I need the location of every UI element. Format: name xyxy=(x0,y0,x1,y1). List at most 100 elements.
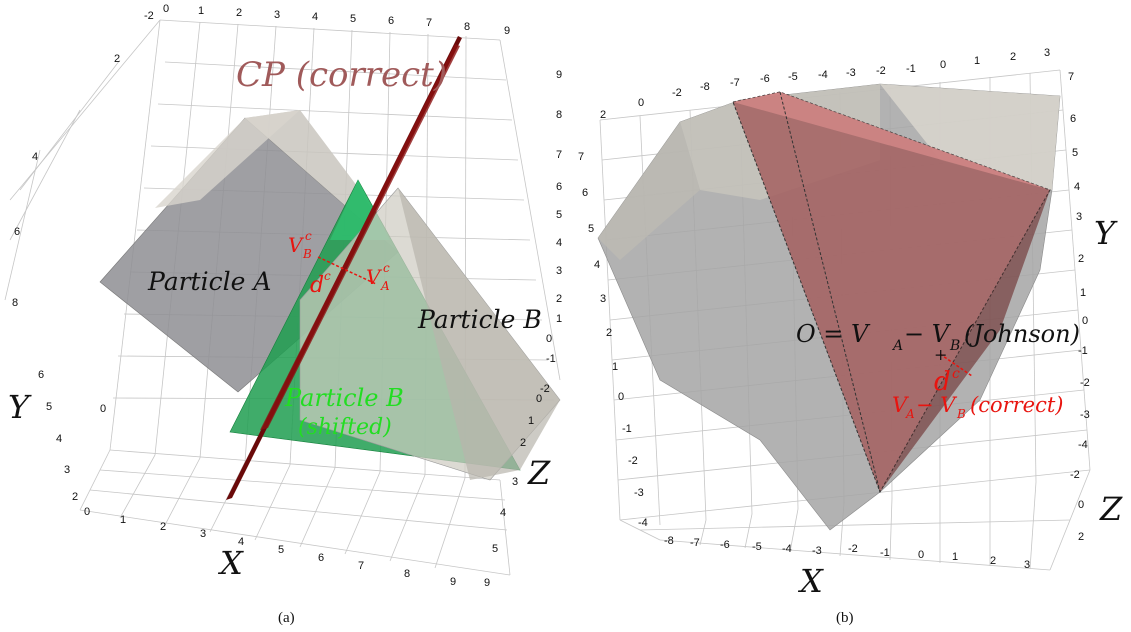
svg-text:-6: -6 xyxy=(720,539,730,551)
svg-text:2: 2 xyxy=(1078,253,1084,265)
svg-text:-5: -5 xyxy=(752,541,762,553)
svg-text:0: 0 xyxy=(1078,499,1084,511)
svg-text:0: 0 xyxy=(940,59,946,71)
polytope-right-face xyxy=(880,84,1060,190)
svg-text:V: V xyxy=(366,265,383,289)
svg-text:5: 5 xyxy=(492,543,498,555)
svg-text:d: d xyxy=(310,273,324,298)
svg-text:-7: -7 xyxy=(730,77,740,89)
svg-text:A: A xyxy=(380,279,390,293)
svg-text:5: 5 xyxy=(1072,147,1078,159)
svg-text:-4: -4 xyxy=(818,69,828,81)
svg-text:7: 7 xyxy=(556,149,562,161)
svg-text:A: A xyxy=(891,338,903,354)
ticks-left-b: 7 6 5 4 3 2 1 0 -1 -2 -3 -4 xyxy=(578,151,648,529)
svg-text:2: 2 xyxy=(160,521,166,533)
svg-text:3: 3 xyxy=(64,464,70,476)
svg-text:0: 0 xyxy=(163,3,169,15)
svg-text:-4: -4 xyxy=(638,517,648,529)
svg-text:(correct): (correct) xyxy=(970,393,1064,417)
svg-text:5: 5 xyxy=(350,13,356,25)
cp-label: CP (correct) xyxy=(236,55,447,95)
vb-label: V B c xyxy=(288,229,312,261)
svg-text:5: 5 xyxy=(588,223,594,235)
svg-text:-2: -2 xyxy=(1080,377,1090,389)
svg-text:V: V xyxy=(892,393,909,417)
svg-text:-2: -2 xyxy=(144,10,154,22)
svg-text:9: 9 xyxy=(504,25,510,37)
svg-text:0: 0 xyxy=(638,97,644,109)
svg-text:-4: -4 xyxy=(782,543,792,555)
caption-a: (a) xyxy=(278,610,295,626)
svg-text:8: 8 xyxy=(12,297,18,309)
svg-text:-1: -1 xyxy=(546,353,556,365)
tetrahedron-edge xyxy=(779,91,881,493)
svg-text:B: B xyxy=(956,407,966,421)
svg-text:-3: -3 xyxy=(1080,409,1090,421)
svg-text:-4: -4 xyxy=(1078,439,1088,451)
polytope-left-face xyxy=(598,122,700,260)
svg-text:-5: -5 xyxy=(788,71,798,83)
axis-y-title-b: Y xyxy=(1094,214,1118,252)
svg-text:8: 8 xyxy=(464,21,470,33)
particle-a-side-face xyxy=(155,110,300,208)
axis-x-title-a: X xyxy=(217,544,244,582)
svg-text:B: B xyxy=(949,338,960,354)
vv-correct-label: V A − V B (correct) xyxy=(892,393,1064,421)
svg-text:0: 0 xyxy=(546,333,552,345)
panel-a: CP (correct) Particle A Particle B Parti… xyxy=(4,3,562,626)
ticks-top-b: 2 0 -2 -8 -7 -6 -5 -4 -3 -2 -1 0 1 2 3 xyxy=(600,47,1050,121)
svg-text:1: 1 xyxy=(198,5,204,17)
svg-text:2: 2 xyxy=(1010,51,1016,63)
particle-b-label: Particle B xyxy=(417,305,542,334)
svg-text:2: 2 xyxy=(236,7,242,19)
ticks-z-a: 0 1 2 3 4 5 9 xyxy=(484,393,542,589)
origin-marker: + xyxy=(934,345,947,364)
svg-text:1: 1 xyxy=(1080,287,1086,299)
shifted-label-line1: Particle B xyxy=(284,384,404,412)
particle-a-label: Particle A xyxy=(147,267,271,296)
caption-b: (b) xyxy=(836,610,854,626)
svg-text:6: 6 xyxy=(556,181,562,193)
svg-text:c: c xyxy=(305,229,312,243)
svg-text:8: 8 xyxy=(556,109,562,121)
shifted-label-line2: (shifted) xyxy=(298,415,392,440)
svg-text:-2: -2 xyxy=(628,455,638,467)
svg-text:1: 1 xyxy=(556,313,562,325)
ticks-left-a: 0 2 4 6 8 xyxy=(12,53,120,518)
svg-text:0: 0 xyxy=(84,506,90,518)
svg-text:9: 9 xyxy=(556,69,562,81)
svg-text:4: 4 xyxy=(500,507,506,519)
axis-z-title-a: Z xyxy=(527,454,551,492)
svg-text:3: 3 xyxy=(274,9,280,21)
svg-text:1: 1 xyxy=(612,361,618,373)
svg-text:2: 2 xyxy=(990,555,996,567)
svg-text:c: c xyxy=(383,261,390,275)
svg-text:c: c xyxy=(952,366,960,382)
svg-text:2: 2 xyxy=(114,53,120,65)
svg-text:-1: -1 xyxy=(622,423,632,435)
svg-text:-7: -7 xyxy=(690,537,700,549)
svg-text:0: 0 xyxy=(1082,315,1088,327)
svg-text:2: 2 xyxy=(600,109,606,121)
svg-text:c: c xyxy=(324,269,331,283)
svg-text:-1: -1 xyxy=(1078,345,1088,357)
svg-text:0: 0 xyxy=(100,403,106,415)
axis-z-title-b: Z xyxy=(1099,490,1123,528)
contact-plane-highlight xyxy=(260,44,460,430)
svg-text:6: 6 xyxy=(582,187,588,199)
ticks-right-a: 9 8 7 6 5 4 3 2 1 0 -1 -2 xyxy=(540,69,562,395)
svg-text:5: 5 xyxy=(46,401,52,413)
svg-text:6: 6 xyxy=(318,552,324,564)
svg-text:5: 5 xyxy=(278,544,284,556)
svg-text:-3: -3 xyxy=(846,67,856,79)
svg-text:(Johnson): (Johnson) xyxy=(964,320,1080,348)
svg-text:9: 9 xyxy=(484,577,490,589)
svg-text:4: 4 xyxy=(1074,181,1080,193)
svg-text:1: 1 xyxy=(974,55,980,67)
svg-text:2: 2 xyxy=(1078,531,1084,543)
svg-text:-2: -2 xyxy=(876,65,886,77)
svg-text:4: 4 xyxy=(556,237,562,249)
svg-text:3: 3 xyxy=(1044,47,1050,59)
d-distance-line-b xyxy=(939,353,973,377)
